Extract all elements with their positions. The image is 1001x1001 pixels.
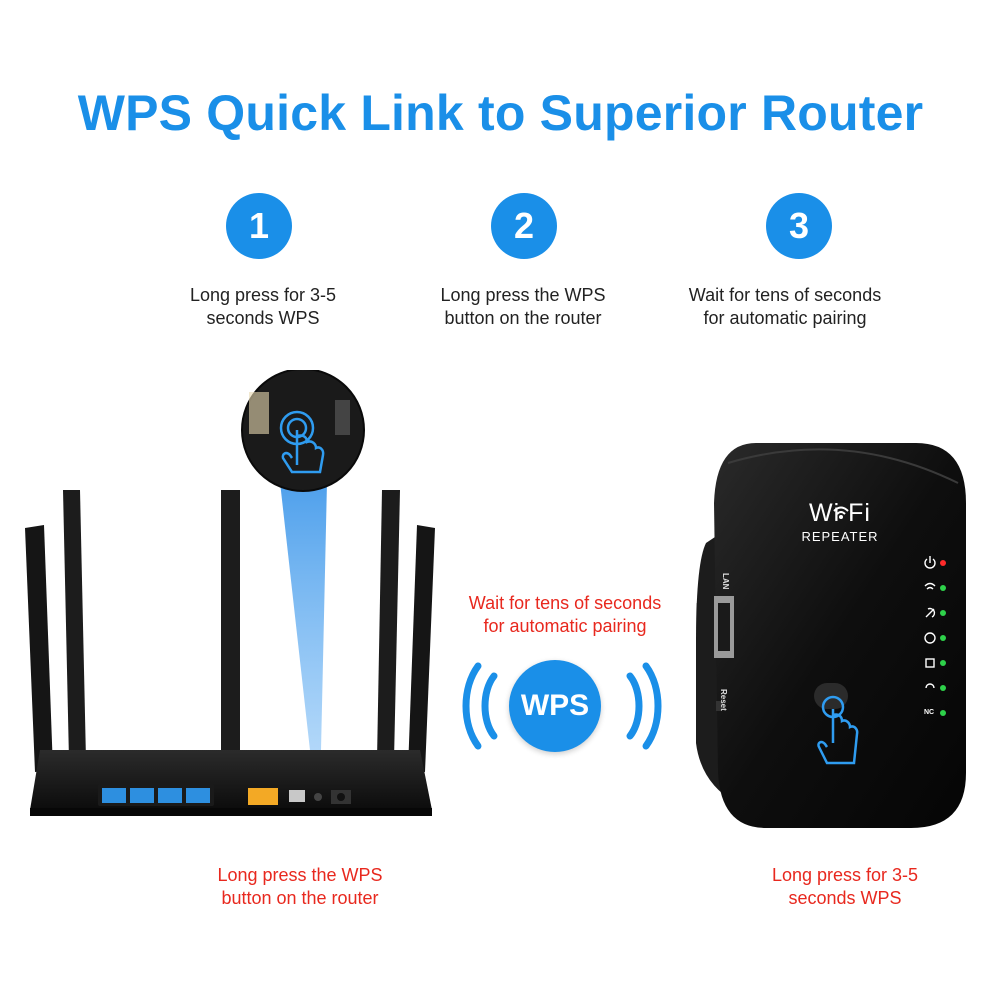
zoom-circle (241, 370, 365, 492)
wps-beam (280, 482, 327, 795)
status-leds (940, 560, 946, 716)
globe-icon (925, 607, 936, 618)
step-2-badge: 2 (491, 193, 557, 259)
lan-ports (102, 788, 210, 803)
wave-left-outer (462, 662, 482, 750)
finger-press-icon (279, 410, 325, 474)
led-icons (924, 556, 936, 689)
repeater-model: REPEATER (801, 529, 879, 544)
wifi-24-icon (924, 582, 936, 590)
wave-right-outer (642, 662, 662, 750)
lan-led-icon (925, 658, 935, 668)
step-2-text: Long press the WPS button on the router (440, 285, 606, 328)
step-3-text: Wait for tens of seconds for automatic p… (688, 285, 882, 328)
sync-icon (925, 683, 935, 689)
router-antennas (25, 490, 435, 772)
step-1-badge: 1 (226, 193, 292, 259)
wifi-logo-icon (833, 506, 849, 519)
wave-right-inner (626, 672, 643, 740)
center-wait-text: Wait for tens of seconds for automatic p… (468, 593, 662, 636)
finger-press-icon-repeater (817, 695, 859, 765)
step-3-badge: 3 (766, 193, 832, 259)
power-icon (924, 558, 936, 569)
nc-label: NC (924, 709, 935, 716)
repeater-caption: Long press for 3-5 seconds WPS (771, 865, 919, 908)
repeater-device: Wi Fi REPEATER LAN Reset NC (696, 443, 976, 833)
wan-port (248, 788, 278, 805)
step-1-text: Long press for 3-5 seconds WPS (189, 285, 337, 328)
wave-left-inner (481, 672, 498, 740)
router-caption: Long press the WPS button on the router (217, 865, 383, 908)
usb-port (289, 790, 305, 802)
wps-pinhole (314, 793, 322, 801)
router-body (30, 750, 432, 810)
wps-led-icon (924, 632, 936, 644)
page-title: WPS Quick Link to Superior Router (77, 85, 924, 141)
lan-label: LAN (721, 573, 730, 590)
router-illustration (25, 370, 435, 816)
reset-hole (716, 701, 722, 711)
signal-waves (462, 662, 662, 750)
wps-badge: WPS (509, 660, 601, 752)
reset-label: Reset (719, 689, 728, 711)
repeater-body (714, 443, 966, 828)
